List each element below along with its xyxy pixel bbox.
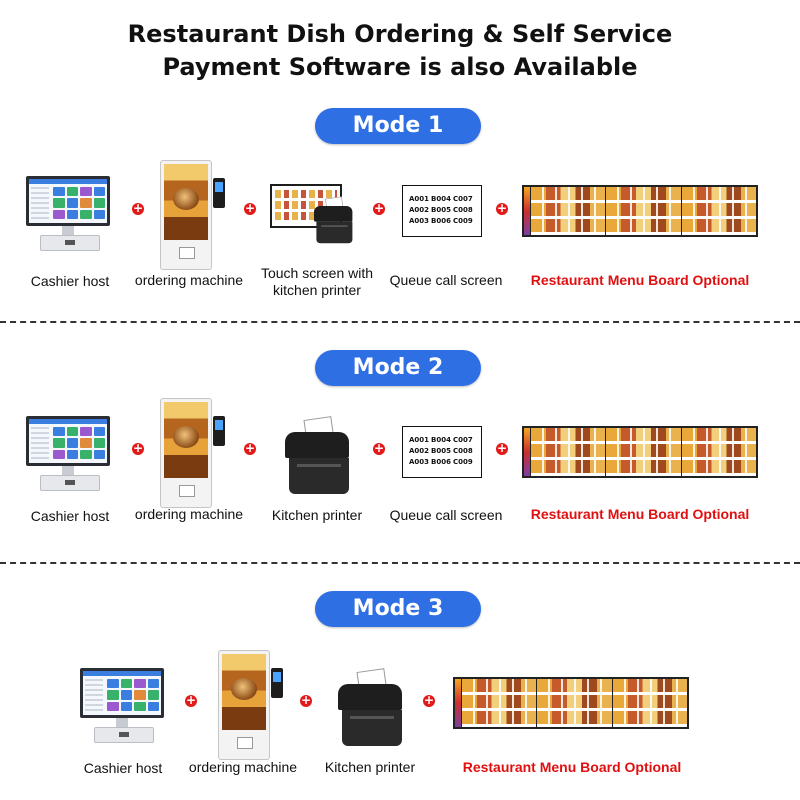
plus-icon: + <box>244 201 256 215</box>
menu-board-image <box>522 185 758 237</box>
label-ordering-machine: ordering machine <box>134 272 244 288</box>
label-ordering-machine: ordering machine <box>134 506 244 522</box>
touch-screen-kitchen-printer-image <box>270 184 360 250</box>
plus-icon: + <box>132 441 144 455</box>
label-menu-board-optional: Restaurant Menu Board Optional <box>530 272 750 288</box>
plus-icon: + <box>373 441 385 455</box>
label-cashier-host: Cashier host <box>83 760 163 776</box>
label-cashier-host: Cashier host <box>30 508 110 524</box>
label-menu-board-optional: Restaurant Menu Board Optional <box>530 506 750 522</box>
title-line-2: Payment Software is also Available <box>162 53 638 81</box>
plus-icon: + <box>185 693 197 707</box>
label-cashier-host: Cashier host <box>30 273 110 289</box>
menu-board-image <box>453 677 689 729</box>
label-kitchen-printer: Kitchen printer <box>271 507 363 523</box>
divider <box>0 562 800 564</box>
plus-icon: + <box>373 201 385 215</box>
menu-board-image <box>522 426 758 478</box>
title-line-1: Restaurant Dish Ordering & Self Service <box>127 20 673 48</box>
mode-2-badge: Mode 2 <box>315 350 481 386</box>
plus-icon: + <box>300 693 312 707</box>
mode-1-badge: Mode 1 <box>315 108 481 144</box>
label-ordering-machine: ordering machine <box>188 759 298 775</box>
label-queue-call-screen: Queue call screen <box>389 507 503 523</box>
page-title: Restaurant Dish Ordering & Self Service … <box>0 18 800 84</box>
plus-icon: + <box>496 201 508 215</box>
label-queue-call-screen: Queue call screen <box>389 272 503 288</box>
label-kitchen-printer: Kitchen printer <box>324 759 416 775</box>
divider <box>0 321 800 323</box>
label-menu-board-optional: Restaurant Menu Board Optional <box>462 759 682 775</box>
plus-icon: + <box>244 441 256 455</box>
plus-icon: + <box>132 201 144 215</box>
mode-3-badge: Mode 3 <box>315 591 481 627</box>
plus-icon: + <box>423 693 435 707</box>
plus-icon: + <box>496 441 508 455</box>
